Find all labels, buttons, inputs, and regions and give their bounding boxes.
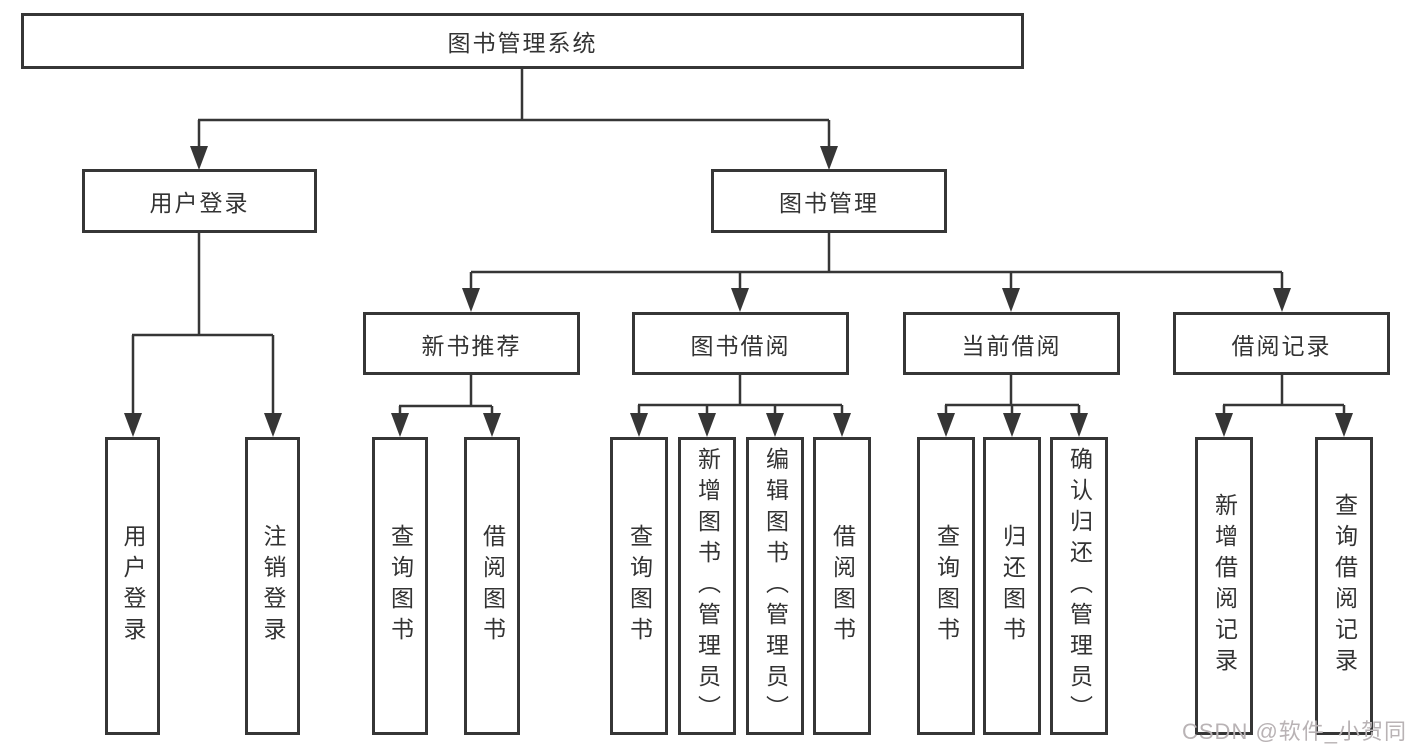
node-label: 用户登录 xyxy=(149,190,250,216)
leaf-add-books-admin: 新增图书（管理员） xyxy=(678,437,736,735)
node-label: 图书借阅 xyxy=(690,332,791,359)
node-label: 借阅图书 xyxy=(829,524,856,648)
node-new-book-recommend: 新书推荐 xyxy=(363,312,580,375)
leaf-edit-books-admin: 编辑图书（管理员） xyxy=(746,437,804,735)
node-user-login: 用户登录 xyxy=(82,169,317,233)
node-book-management: 图书管理 xyxy=(711,169,947,233)
node-label: 确认归还（管理员） xyxy=(1066,446,1093,726)
node-label: 借阅记录 xyxy=(1231,332,1332,359)
node-label: 新增借阅记录 xyxy=(1211,493,1238,679)
node-label: 借阅图书 xyxy=(479,524,506,648)
node-label: 查询图书 xyxy=(387,524,414,648)
leaf-query-books-recommend: 查询图书 xyxy=(372,437,428,735)
arrowhead-icons xyxy=(124,146,1353,437)
leaf-borrow-books-borrowing: 借阅图书 xyxy=(813,437,871,735)
csdn-watermark: CSDN @软件_小贺同学 xyxy=(1182,719,1405,744)
leaf-add-borrow-record: 新增借阅记录 xyxy=(1195,437,1253,735)
leaf-query-borrow-record: 查询借阅记录 xyxy=(1315,437,1373,735)
leaf-logout: 注销登录 xyxy=(245,437,300,735)
leaf-return-books: 归还图书 xyxy=(983,437,1041,735)
node-borrowing-records: 借阅记录 xyxy=(1173,312,1390,375)
node-book-borrowing: 图书借阅 xyxy=(632,312,849,375)
node-label: 注销登录 xyxy=(260,524,286,648)
node-label: 编辑图书（管理员） xyxy=(762,446,789,726)
node-label: 图书管理 xyxy=(779,190,879,216)
leaf-query-books-current: 查询图书 xyxy=(917,437,975,735)
node-library-management-system: 图书管理系统 xyxy=(21,13,1024,69)
node-current-borrowing: 当前借阅 xyxy=(903,312,1120,375)
node-label: 用户登录 xyxy=(120,524,146,648)
node-label: 查询图书 xyxy=(933,524,960,648)
node-label: 新增图书（管理员） xyxy=(694,446,721,726)
node-label: 查询借阅记录 xyxy=(1331,493,1358,679)
leaf-confirm-return-admin: 确认归还（管理员） xyxy=(1050,437,1108,735)
node-label: 查询图书 xyxy=(626,524,653,648)
leaf-query-books-borrowing: 查询图书 xyxy=(610,437,668,735)
node-label: 当前借阅 xyxy=(961,332,1062,359)
leaf-borrow-books-recommend: 借阅图书 xyxy=(464,437,520,735)
leaf-user-login: 用户登录 xyxy=(105,437,160,735)
node-label: 归还图书 xyxy=(999,524,1026,648)
node-label: 图书管理系统 xyxy=(447,30,598,56)
node-label: 新书推荐 xyxy=(421,332,522,359)
